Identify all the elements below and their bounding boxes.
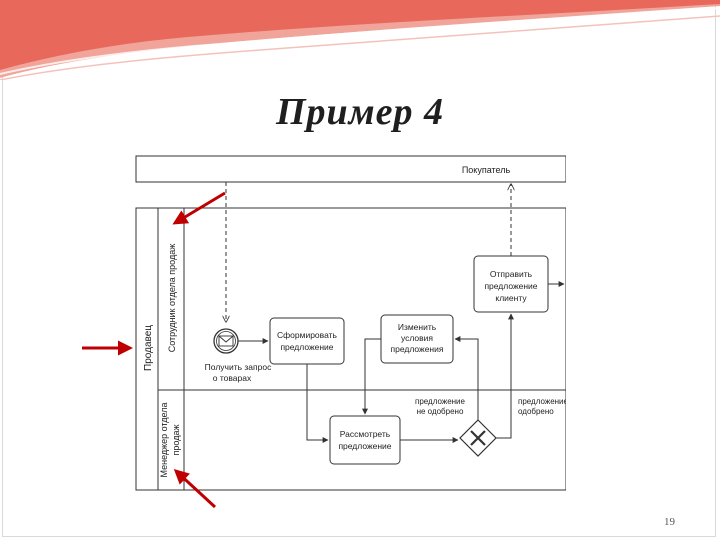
lane-employee-label: Сотрудник отдела продаж [167,244,177,353]
task-send-label-1: Отправить [490,269,533,279]
page-number: 19 [664,516,675,528]
lane-manager-label-1: Менеджер отдела [159,402,169,477]
gateway-x-icon [470,430,486,446]
flow-approved-label-2: одобрено [518,407,554,416]
flow-approved-label-1: предложение [518,397,566,406]
envelope-icon [218,335,234,347]
task-review-label-1: Рассмотреть [340,429,391,439]
header-decoration [0,0,720,80]
task-form-label-1: Сформировать [277,330,337,340]
task-change-label-1: Изменить [398,322,437,332]
slide-title: Пример 4 [275,91,445,133]
bpmn-diagram: Покупатель Продавец Сотрудник отдела про… [135,155,566,491]
pool-buyer-label: Покупатель [462,165,511,175]
lane-manager-label-2: продаж [171,425,181,456]
event-receive-label-2: о товарах [213,373,252,383]
task-change-label-2: условия [401,333,433,343]
task-send-label-3: клиенту [495,293,527,303]
task-change-label-3: предложения [391,344,444,354]
pool-seller-label: Продавец [143,325,154,371]
task-form-proposal [269,317,345,365]
task-form-label-2: предложение [280,342,333,352]
flow-rejected-label-1: предложение [415,397,466,406]
task-send-label-2: предложение [484,281,537,291]
pool-buyer [135,155,566,183]
task-review-label-2: предложение [338,441,391,451]
event-receive-label-1: Получить запрос [205,362,272,372]
task-review-proposal [329,415,401,465]
flow-rejected-label-2: не одобрено [417,407,464,416]
